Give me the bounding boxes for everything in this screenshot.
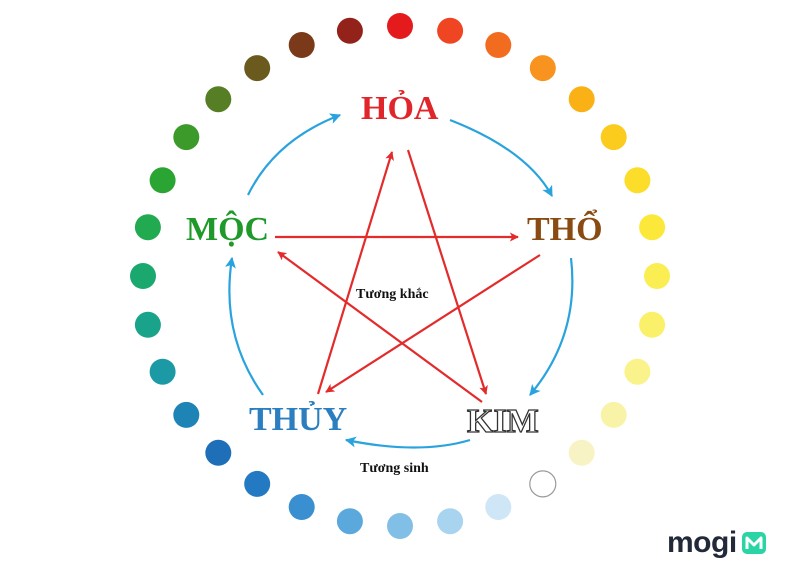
element-thuy-label: THỦY	[249, 401, 348, 438]
mogi-logo: mogi	[667, 528, 767, 558]
color-dot	[288, 32, 315, 58]
color-dot	[336, 508, 363, 535]
element-hoa-label: HỎA	[361, 90, 439, 127]
color-dot	[244, 55, 271, 82]
color-dot	[134, 311, 161, 338]
color-dot	[336, 17, 363, 44]
color-dot	[130, 263, 156, 289]
arrow-tho-to-thuy	[325, 254, 541, 393]
color-dot	[134, 214, 161, 241]
color-dot	[387, 13, 413, 39]
tuong-khac-caption: Tương khắc	[356, 287, 429, 302]
color-dot	[485, 494, 512, 520]
color-dot	[485, 32, 512, 58]
color-dot	[149, 358, 176, 385]
color-dot	[624, 358, 651, 385]
arrow-thuy-to-moc	[225, 256, 264, 396]
color-wheel	[130, 13, 670, 539]
color-dot	[600, 124, 627, 151]
color-dot	[149, 167, 176, 194]
color-dot	[437, 17, 464, 44]
color-dot	[288, 494, 315, 520]
color-dot	[568, 86, 595, 113]
color-dot	[173, 124, 200, 151]
logo-mark-icon	[741, 532, 766, 554]
color-dot	[205, 86, 232, 113]
arrow-tho-to-kim	[529, 257, 574, 396]
arrow-kim-to-moc	[277, 251, 483, 403]
color-dot	[600, 401, 627, 428]
element-moc-label: MỘC	[186, 211, 270, 248]
color-dot	[437, 508, 464, 535]
element-kim-label: KIM	[466, 403, 539, 440]
color-dot	[173, 401, 200, 428]
arrow-kim-to-thuy	[344, 436, 471, 449]
color-dot	[568, 439, 595, 466]
overcoming-star	[275, 149, 541, 403]
arrow-hoa-to-kim	[406, 149, 488, 395]
tuong-sinh-caption: Tương sinh	[360, 461, 429, 476]
color-dot	[205, 439, 232, 466]
color-dot	[639, 311, 666, 338]
color-dot	[624, 167, 651, 194]
element-tho-label: THỔ	[527, 211, 603, 248]
color-dot	[639, 214, 666, 241]
logo-wordmark: mogi	[667, 526, 737, 559]
color-dot	[244, 470, 271, 497]
arrow-thuy-to-hoa	[316, 151, 394, 395]
arrow-moc-to-hoa	[247, 113, 342, 196]
arrow-hoa-to-tho	[449, 118, 553, 197]
color-dot	[644, 263, 670, 289]
color-dot	[529, 470, 557, 498]
color-dot	[529, 55, 556, 82]
generating-cycle	[225, 113, 574, 449]
color-dot	[387, 513, 413, 539]
